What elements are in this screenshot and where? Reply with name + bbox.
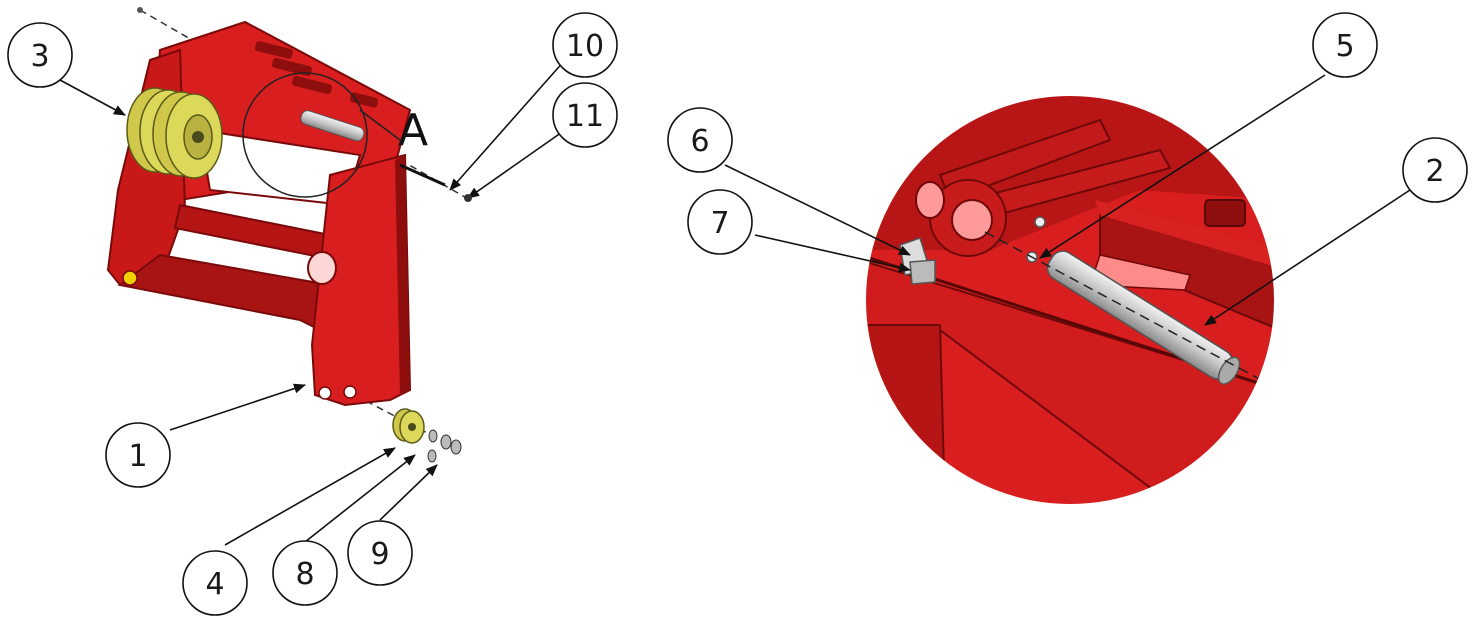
small-roller	[392, 408, 425, 444]
roller-stack	[126, 87, 223, 179]
pin-part-10	[464, 194, 472, 202]
balloon-2-label: 2	[1425, 154, 1444, 189]
leg-notch-right	[343, 385, 357, 399]
side-notch	[122, 270, 138, 286]
top-slots	[254, 41, 379, 108]
detail-pin	[1046, 250, 1241, 385]
washer-bolt-group	[427, 429, 462, 463]
balloon-6-label: 6	[690, 124, 709, 159]
detail-view-a	[865, 95, 1275, 505]
balloon-1: 1	[105, 422, 171, 488]
frame-floor	[117, 253, 331, 337]
balloon-6: 6	[667, 107, 733, 173]
balloon-4: 4	[182, 550, 248, 616]
balloon-10-label: 10	[566, 29, 604, 64]
detail-circle-a	[242, 72, 368, 198]
leaders-left	[59, 59, 566, 546]
frame-leg-hole	[307, 251, 337, 285]
detail-view-label: A	[398, 105, 428, 156]
balloon-11-label: 11	[566, 99, 604, 134]
balloon-2: 2	[1402, 137, 1468, 203]
frame-assembly: A	[106, 7, 471, 463]
balloon-7: 7	[687, 189, 753, 255]
balloon-3: 3	[7, 22, 73, 88]
bolt-tip	[137, 7, 143, 13]
balloon-9-label: 9	[370, 537, 389, 572]
balloon-1-label: 1	[128, 439, 147, 474]
detail-leader-a	[359, 109, 401, 141]
balloon-4-label: 4	[205, 567, 224, 602]
balloon-5-label: 5	[1335, 29, 1354, 64]
balloon-3-label: 3	[30, 39, 49, 74]
leaders-right	[724, 74, 1411, 326]
frame-right-leg-edge	[395, 155, 410, 395]
balloon-11: 11	[552, 82, 618, 148]
detail-view-border	[864, 94, 1276, 506]
balloon-8-label: 8	[295, 557, 314, 592]
balloon-7-label: 7	[710, 206, 729, 241]
top-pin	[300, 110, 365, 142]
balloon-9: 9	[347, 520, 413, 586]
leg-notch-left	[318, 386, 332, 400]
balloon-8: 8	[272, 540, 338, 606]
frame-right-leg	[310, 153, 412, 407]
balloon-10: 10	[552, 12, 618, 78]
balloon-5: 5	[1312, 12, 1378, 78]
